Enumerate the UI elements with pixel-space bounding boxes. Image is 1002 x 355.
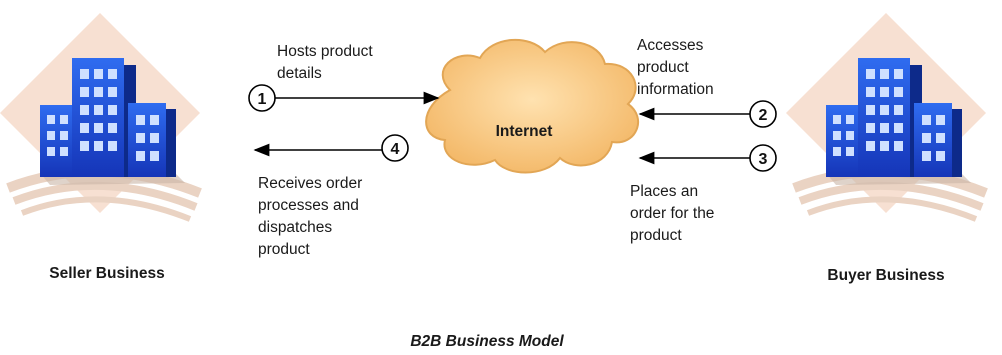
- buyer-business-label: Buyer Business: [827, 267, 944, 284]
- internet-cloud-icon: [425, 39, 640, 174]
- seller-building-icon: [0, 13, 200, 219]
- step-1-text: Hosts product details: [277, 43, 377, 82]
- step-3-text: Places an order for the product: [630, 183, 719, 244]
- step-1-circle-icon: 1: [248, 84, 276, 112]
- step-4-text: Receives order processes and dispatches …: [258, 175, 367, 258]
- seller-business-label: Seller Business: [49, 265, 164, 282]
- step-1-number: 1: [258, 91, 267, 108]
- step-2-text: Accesses product information: [637, 37, 714, 98]
- diagram-caption: B2B Business Model: [410, 333, 564, 350]
- step-3-circle-icon: 3: [749, 144, 777, 172]
- step-3-number: 3: [759, 151, 768, 168]
- step-2-number: 2: [759, 107, 768, 124]
- step-4-number: 4: [391, 141, 400, 158]
- step-2-circle-icon: 2: [749, 100, 777, 128]
- step-4-circle-icon: 4: [381, 134, 409, 162]
- buyer-building-icon: [786, 13, 986, 219]
- internet-label: Internet: [496, 123, 553, 140]
